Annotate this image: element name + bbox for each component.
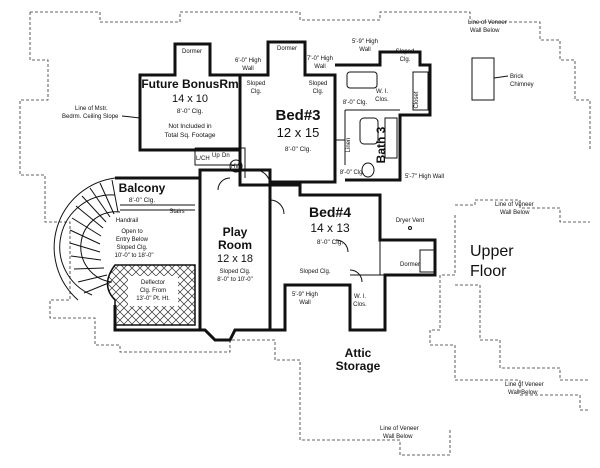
hw-label: HW [231, 164, 241, 170]
mstr-leader [121, 115, 141, 119]
veneer-right-1: Line of Veneer [495, 202, 534, 208]
spiral-stair [53, 177, 121, 301]
high-wall-59b-wall: Wall [299, 300, 310, 306]
floor-label-line2: Floor [470, 263, 507, 280]
wi-clos-2-clos: Clos. [353, 302, 367, 308]
stairs-label: Stairs [169, 209, 184, 215]
room-name-bed3: Bed#3 [275, 107, 320, 124]
play-clg-1: Sloped Clg. [219, 269, 250, 275]
room-name-bath3: Bath 3 [374, 126, 388, 163]
room-name-bed4: Bed#4 [309, 204, 351, 220]
high-wall-59b: 5'-9" High [292, 292, 318, 298]
closet-label: Closet [414, 91, 420, 108]
sloped-clg-4: Sloped Clg. [299, 269, 330, 275]
room-size-bonus: 14 x 10 [172, 93, 208, 105]
veneer-top-2: Wall Below [470, 28, 500, 34]
high-wall-59a-wall: Wall [359, 47, 370, 53]
brick-chimney-1: Brick [510, 74, 524, 80]
brick-chimney [471, 57, 495, 101]
room-name-play-2: Room [218, 238, 252, 252]
room-name-attic: Attic [345, 346, 372, 360]
room-name-play: Play [223, 225, 248, 239]
brick-chimney-2: Chimney [510, 82, 534, 88]
veneer-top-1: Line of Veneer [468, 20, 507, 26]
deflector-2: Clg. From [140, 288, 166, 294]
chimney-leader [493, 75, 509, 79]
lch-label: L/CH [196, 156, 210, 162]
handrail-label: Handrail [116, 218, 138, 224]
open-entry-1: Open to [121, 229, 143, 235]
deflector-1: Deflector [141, 280, 165, 286]
bonus-note-2: Total Sq. Footage [165, 132, 216, 139]
sloped-clg-2: Sloped [309, 81, 328, 87]
sloped-clg-3-clg: Clg. [400, 57, 411, 63]
mstr-slope-2: Bedrm. Ceiling Slope [62, 114, 119, 120]
sloped-clg-3: Sloped [396, 49, 415, 55]
veneer-right-2: Wall Below [500, 210, 530, 216]
clg-8-a: 8'-0" Clg. [343, 100, 368, 106]
deflector-3: 13'-0" Pt. Ht. [136, 296, 170, 302]
mstr-slope-1: Line of Mstr. [75, 106, 108, 112]
wi-clos-2: W. I. [354, 294, 366, 300]
room-ceiling-bed4: 8'-0" Clg. [317, 239, 344, 246]
high-wall-6-wall: Wall [242, 66, 253, 72]
bonus-note-1: Not Included in [168, 123, 212, 130]
dormer-label-3: Dormer [400, 262, 420, 268]
linen-label: Linen [346, 138, 352, 153]
high-wall-7-wall: Wall [314, 64, 325, 70]
room-ceiling-bed3: 8'-0" Clg. [285, 146, 312, 153]
dryer-vent-symbol [408, 226, 412, 230]
water-heater [229, 159, 243, 173]
wi-clos-1: W. I. [376, 89, 388, 95]
room-ceiling-balcony: 8'-0" Clg. [129, 197, 156, 204]
bath-fixtures [346, 71, 429, 178]
room-size-bed3: 12 x 15 [277, 125, 320, 140]
floor-label-line1: Upper [470, 243, 514, 260]
veneer-bottom-1: Line of Veneer [380, 426, 419, 432]
high-wall-7: 7'-0" High [307, 56, 333, 62]
room-name-bonus: Future BonusRm [141, 77, 238, 91]
open-entry-4: 10'-0" to 18'-0" [115, 253, 154, 259]
veneer-mid-2: Wall Below [508, 390, 538, 396]
dryer-vent-label: Dryer Vent [396, 218, 425, 224]
sloped-clg-1: Sloped [247, 81, 266, 87]
open-entry-3: Sloped Clg. [116, 245, 147, 251]
room-ceiling-bonus: 8'-0" Clg. [177, 108, 204, 115]
play-clg-2: 8'-0" to 10'-0" [217, 277, 253, 283]
doors [217, 169, 363, 283]
room-name-balcony: Balcony [119, 181, 166, 195]
veneer-outline [19, 11, 591, 456]
up-label: Up [212, 153, 220, 159]
dormer-bed4 [419, 249, 436, 273]
dn-label: Dn [222, 153, 230, 159]
veneer-bottom-2: Wall Below [383, 434, 413, 440]
high-wall-6: 6'-0" High [235, 58, 261, 64]
dormer-label-2: Dormer [277, 46, 297, 52]
sloped-clg-1-clg: Clg. [251, 89, 262, 95]
high-wall-57: 5'-7" High Wall [405, 174, 444, 180]
room-size-play: 12 x 18 [217, 253, 253, 265]
open-entry-2: Entry Below [116, 237, 149, 243]
room-size-bed4: 14 x 13 [310, 221, 350, 235]
clg-8-b: 8'-0" Clg. [340, 170, 365, 176]
veneer-mid-1: Line of Veneer [505, 382, 544, 388]
dormer-label-1: Dormer [182, 49, 202, 55]
deflector-note: Deflector Clg. From 13'-0" Pt. Ht. [128, 276, 178, 306]
wi-clos-1-clos: Clos. [375, 97, 389, 103]
sloped-clg-2-clg: Clg. [313, 89, 324, 95]
high-wall-59a: 5'-9" High [352, 39, 378, 45]
room-name-attic-2: Storage [336, 359, 381, 373]
